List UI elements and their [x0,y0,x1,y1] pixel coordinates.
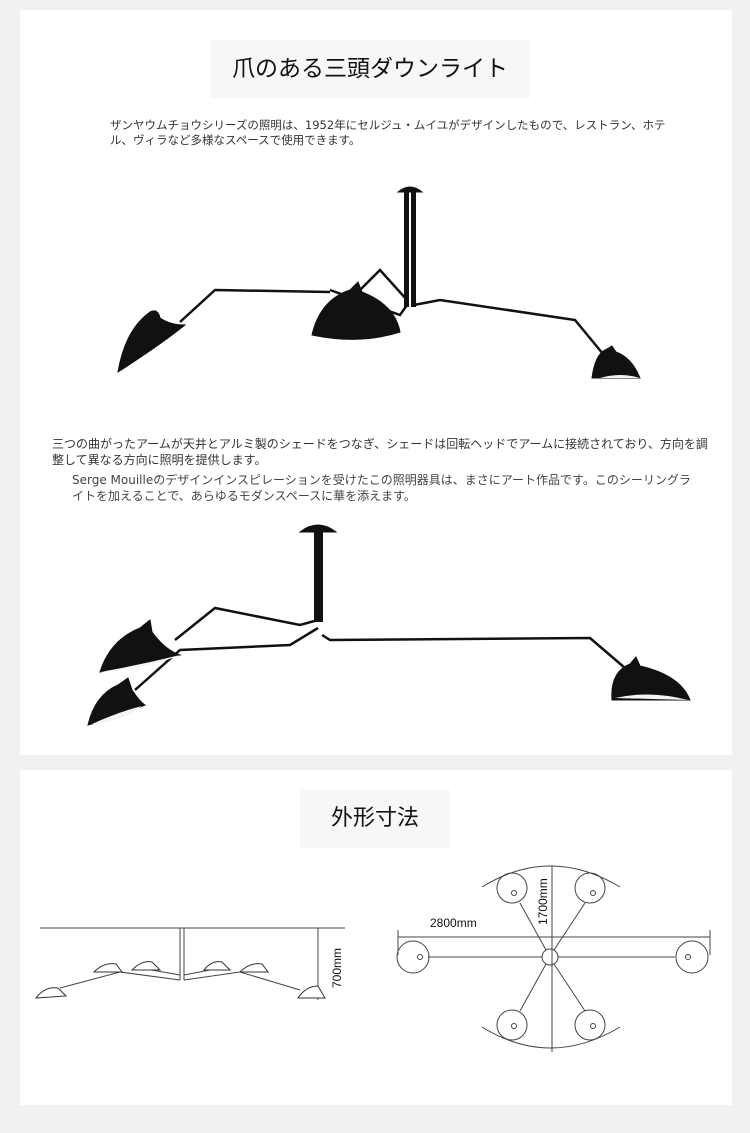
dimensions-title: 外形寸法 [300,790,450,848]
page-title: 爪のある三頭ダウンライト [210,40,530,98]
series-description: ザンヤウムチョウシリーズの照明は、1952年にセルジュ・ムイユがデザインしたもの… [110,118,666,147]
height-dimension-label: 700mm [330,948,344,988]
side-view-diagram: 700mm [34,927,345,1000]
arms-description: 三つの曲がったアームが天井とアルミ製のシェードをつなぎ、シェードは回転ヘッドでア… [52,437,708,467]
depth-dimension-label: 1700mm [536,878,550,925]
lamp-photo-1 [117,186,641,379]
lamp-photo-2 [87,524,691,726]
top-view-diagram: 2800mm 1700mm [396,865,711,1052]
inspiration-description: Serge Mouilleのデザインインスピレーションを受けたこの照明器具は、ま… [72,473,691,503]
width-dimension-label: 2800mm [430,916,477,930]
